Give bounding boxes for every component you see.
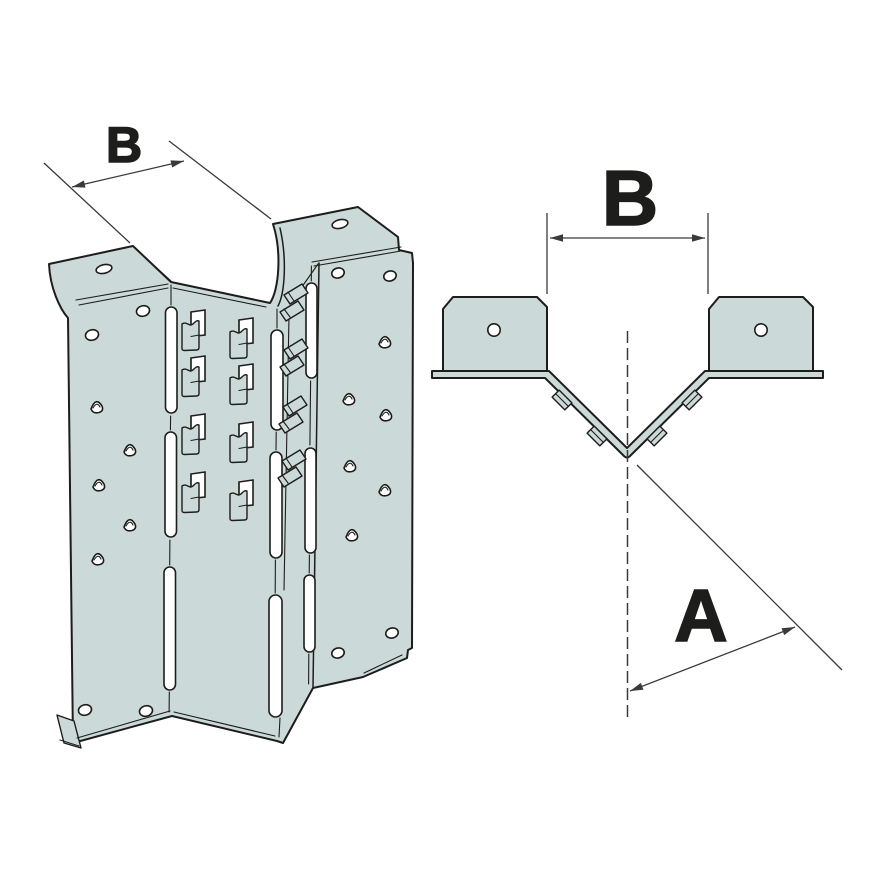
nail-slots [163, 282, 318, 718]
extension-line [168, 140, 272, 220]
dimension-b-label: B [602, 154, 658, 242]
nail-holes [77, 218, 400, 718]
isometric-view: B [43, 116, 414, 749]
dimension-a-section: A [629, 573, 796, 692]
dimension-arrow [629, 626, 796, 692]
section-view: B A [431, 153, 843, 718]
bottom-foot-flange [56, 714, 82, 749]
dimension-b-label: B [106, 117, 142, 173]
dimension-b-isometric: B [43, 116, 272, 244]
dimension-b-section: B [546, 153, 709, 294]
bolt-hole [486, 322, 501, 337]
bolt-hole [753, 322, 768, 337]
dimension-arrow [71, 160, 185, 188]
fold-lines [75, 227, 403, 739]
bracket-body [48, 206, 414, 744]
slope-reference-line [636, 464, 843, 671]
extension-line [43, 162, 131, 244]
dimension-a-label: A [674, 574, 727, 657]
